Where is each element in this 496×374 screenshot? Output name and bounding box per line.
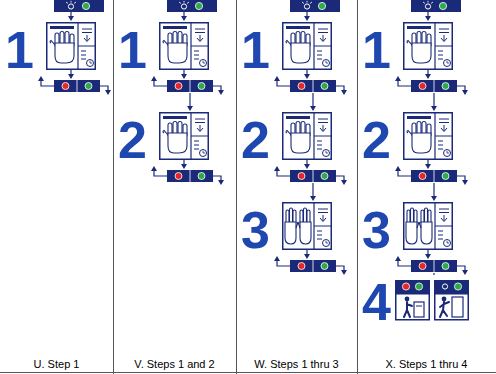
column-caption: V. Steps 1 and 2 (115, 357, 234, 371)
step-number: 4 (362, 276, 391, 328)
step-number: 2 (241, 114, 270, 166)
column-caption: W. Steps 1 thru 3 (238, 357, 355, 371)
step-number: 3 (362, 204, 391, 256)
column-caption: X. Steps 1 thru 4 (359, 357, 494, 371)
step-column (395, 0, 468, 275)
step-number: 2 (362, 114, 391, 166)
step-number: 1 (5, 24, 34, 76)
step-number: 2 (118, 114, 147, 166)
exit-icons (395, 280, 469, 320)
step-number: 1 (118, 24, 147, 76)
step-number: 1 (362, 24, 391, 76)
step-column (151, 0, 224, 185)
step-column (274, 0, 347, 275)
step-number: 1 (241, 24, 270, 76)
step-number: 3 (241, 204, 270, 256)
step-column (38, 0, 111, 95)
column-caption: U. Step 1 (2, 357, 111, 371)
